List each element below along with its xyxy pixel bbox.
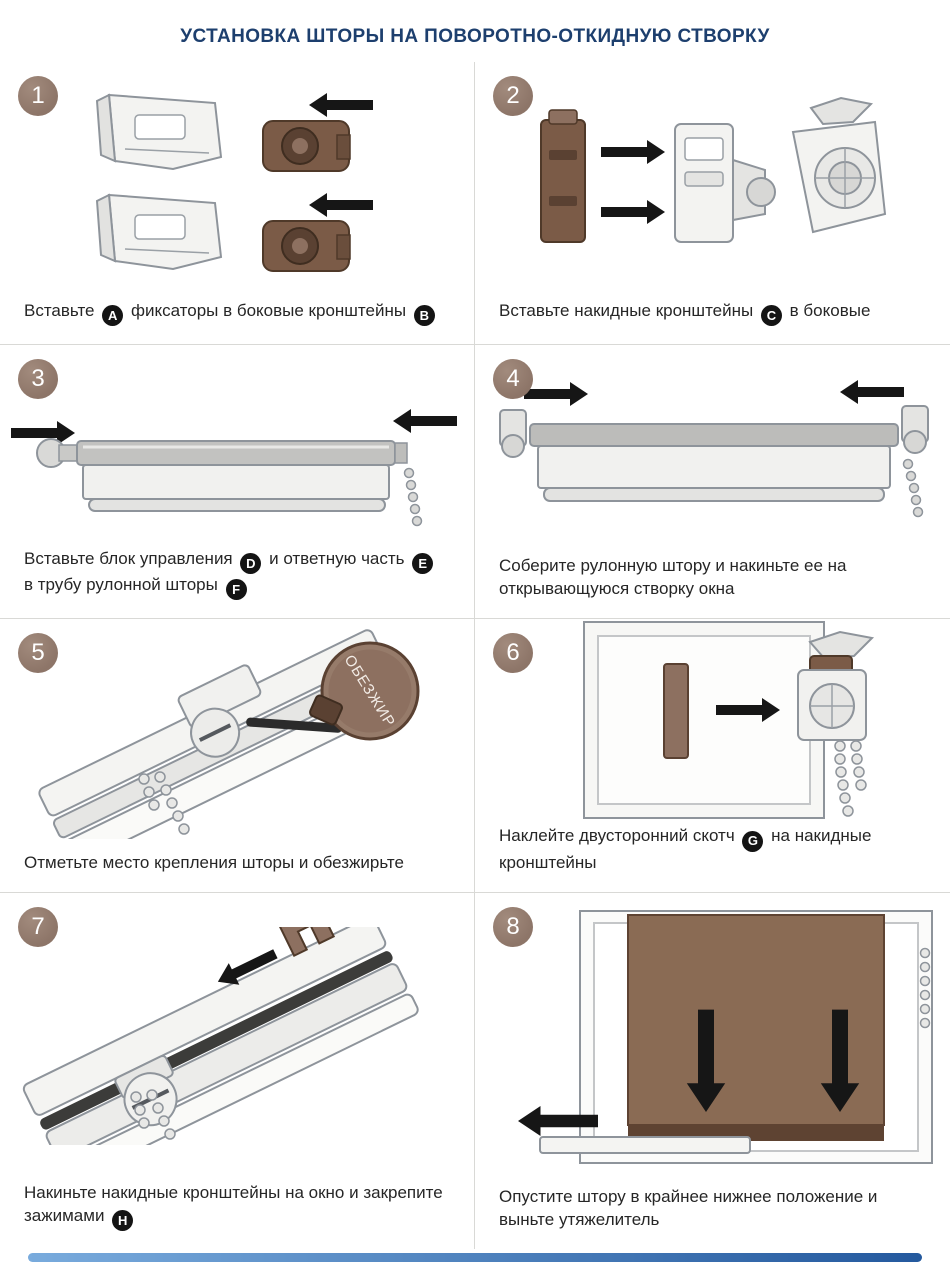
bead-chain (403, 467, 423, 527)
illustration-step-8 (475, 893, 950, 1182)
side-bracket-middle (673, 122, 776, 243)
steps-grid: 1 (0, 62, 950, 1249)
page-title: УСТАНОВКА ШТОРЫ НА ПОВОРОТНО-ОТКИДНУЮ СТ… (180, 26, 770, 47)
step-caption: Накиньте накидные кронштейны на окно и з… (24, 1182, 444, 1231)
degreaser-bottle: ОБЕЗЖИР (309, 641, 420, 741)
double-sided-tape (662, 663, 689, 760)
step-cell-3: 3 (0, 345, 475, 619)
hook-bracket-drawing (539, 96, 886, 243)
step-caption: Вставьте блок управления D и ответную ча… (24, 548, 444, 600)
arrow-right-icon (600, 139, 665, 164)
step-cell-5: 5 ОБЕЗЖИР (0, 619, 475, 893)
step-number-circle: 7 (18, 907, 58, 947)
illustration-step-3 (0, 345, 474, 544)
illustration-step-6 (475, 619, 950, 821)
illustration-step-5: ОБЕЗЖИР (0, 619, 474, 848)
degrease-drawing: ОБЕЗЖИР (38, 629, 420, 840)
illustration-step-1 (0, 62, 474, 296)
step-caption: Вставьте накидные кронштейны C в боковые (499, 300, 920, 326)
end-cap (394, 442, 408, 464)
letter-badge-c: C (760, 305, 782, 326)
footer-accent-bar (28, 1253, 922, 1262)
right-bracket (900, 404, 929, 454)
roller-tube-drawing (11, 408, 457, 527)
bottle-cap (309, 694, 343, 726)
left-bracket (498, 408, 527, 458)
letter-badge-e: E (412, 552, 434, 574)
fabric (82, 463, 390, 500)
bead-chain (919, 947, 930, 1028)
assembled-bracket (791, 96, 886, 234)
hem-bar (542, 486, 885, 502)
bead-chain (833, 740, 867, 817)
step-caption: Соберите рулонную штору и накиньте ее на… (499, 556, 847, 598)
bead-chain (130, 1088, 176, 1140)
step-number-circle: 2 (493, 76, 533, 116)
letter-badge-f: F (225, 579, 247, 600)
illustration-step-4 (475, 345, 950, 551)
step-number-circle: 3 (18, 359, 58, 399)
roller-tube (528, 422, 899, 447)
illustration-step-7 (0, 893, 474, 1178)
letter-badge-a: A (102, 305, 124, 326)
step-caption: Опустите штору в крайнее нижнее положени… (499, 1187, 878, 1229)
step-caption: Наклейте двусторонний скотч G на накидны… (499, 826, 872, 872)
step-cell-2: 2 (475, 62, 950, 345)
illustration-step-2 (475, 62, 950, 296)
assembled-blind-drawing (498, 379, 929, 517)
bead-chain (138, 771, 190, 836)
tape-drawing (582, 621, 874, 820)
hook-bracket-assembly (796, 631, 874, 742)
hem-bar (88, 497, 386, 512)
hook-bracket-brown (539, 109, 586, 243)
step-number-circle: 4 (493, 359, 533, 399)
window-frame-diagonal (38, 629, 406, 840)
step-number-circle: 5 (18, 633, 58, 673)
step-number-circle: 6 (493, 633, 533, 673)
arrow-right-icon (600, 199, 665, 224)
letter-badge-b: B (413, 305, 435, 326)
step-cell-6: 6 (475, 619, 950, 893)
arrow-right-icon (523, 381, 588, 406)
arrow-left-icon (393, 408, 457, 433)
brackets-and-fixators-drawing (17, 81, 457, 276)
clip-drawing (22, 926, 419, 1145)
letter-badge-d: D (240, 552, 262, 574)
clamp-clip (277, 926, 336, 957)
letter-badge-h: H (112, 1210, 134, 1231)
arrow-left-icon (839, 379, 904, 404)
control-unit (36, 437, 78, 468)
step-cell-7: 7 (0, 893, 475, 1249)
step-cell-8: 8 Опустите шт (475, 893, 950, 1249)
marker-pen (246, 717, 343, 734)
step-caption: Вставьте A фиксаторы в боковые кронштейн… (24, 300, 444, 326)
step-number-circle: 1 (18, 76, 58, 116)
step-cell-4: 4 (475, 345, 950, 619)
window-frame-diagonal (22, 926, 419, 1145)
letter-badge-g: G (742, 830, 764, 852)
weight-bar (538, 1135, 751, 1154)
lowered-blind-drawing (517, 909, 933, 1164)
bead-chain (902, 458, 923, 517)
step-caption: Отметьте место крепления шторы и обезжир… (24, 852, 404, 872)
step-cell-1: 1 (0, 62, 475, 345)
roller-tube (76, 439, 396, 466)
step-number-circle: 8 (493, 907, 533, 947)
fabric (536, 444, 891, 489)
